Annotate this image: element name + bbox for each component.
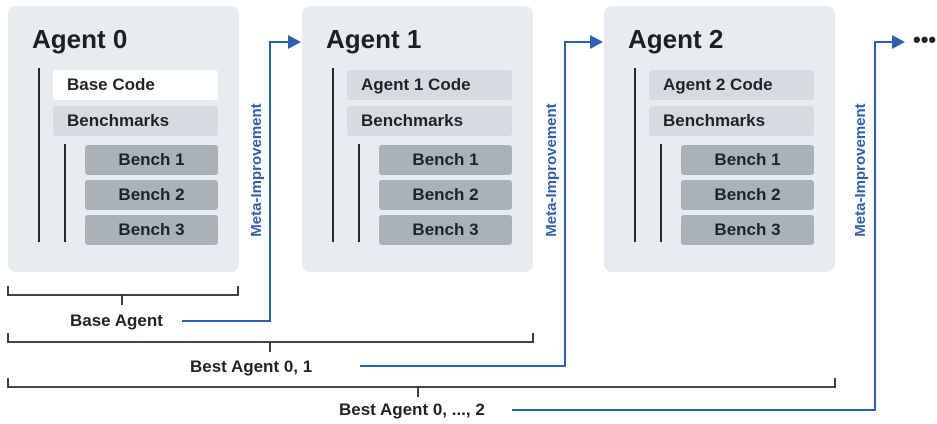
bracket-best-agent-0-1 [7,333,534,352]
arrow-head-3 [892,35,905,49]
arrow-head-1 [288,35,301,49]
agent-title: Agent 1 [326,24,422,54]
arrow-line-3 [512,41,894,411]
benchmarks-box: Benchmarks [347,106,512,136]
agent-card-2: Agent 2 Agent 2 Code Benchmarks Bench 1 … [604,6,835,272]
bench-box: Bench 2 [681,180,814,210]
code-box: Agent 1 Code [347,70,512,100]
tree-line [64,144,66,242]
tree-line [634,68,636,242]
code-box: Agent 2 Code [649,70,814,100]
tree-line [332,68,334,242]
bracket-best-agent-0-2 [7,378,836,397]
arrow-line-2 [360,41,592,367]
bench-box: Bench 1 [379,145,512,175]
tree-line [38,68,40,242]
meta-improvement-label: Meta-Improvement [543,103,560,237]
meta-improvement-label: Meta-Improvement [248,103,265,237]
code-box: Base Code [53,70,218,100]
continuation-ellipsis: ••• [913,27,937,52]
bench-box: Bench 2 [85,180,218,210]
agent-card-0: Agent 0 Base Code Benchmarks Bench 1 Ben… [8,6,239,272]
bench-box: Bench 1 [681,145,814,175]
arrow-head-2 [590,35,603,49]
meta-improvement-label: Meta-Improvement [852,103,869,237]
bracket-label-best-agent-0-1: Best Agent 0, 1 [190,356,313,378]
arrow-line-1 [182,41,290,322]
tree-line [358,144,360,242]
tree-line [660,144,662,242]
benchmarks-box: Benchmarks [53,106,218,136]
benchmarks-box: Benchmarks [649,106,814,136]
bracket-label-best-agent-0-2: Best Agent 0, ..., 2 [339,399,485,421]
agent-title: Agent 2 [628,24,724,54]
bracket-base-agent [7,286,239,305]
agent-card-1: Agent 1 Agent 1 Code Benchmarks Bench 1 … [302,6,533,272]
bracket-label-base-agent: Base Agent [70,310,163,332]
bench-box: Bench 3 [681,215,814,245]
bench-box: Bench 2 [379,180,512,210]
bench-box: Bench 1 [85,145,218,175]
bench-box: Bench 3 [379,215,512,245]
agent-title: Agent 0 [32,24,128,54]
bench-box: Bench 3 [85,215,218,245]
